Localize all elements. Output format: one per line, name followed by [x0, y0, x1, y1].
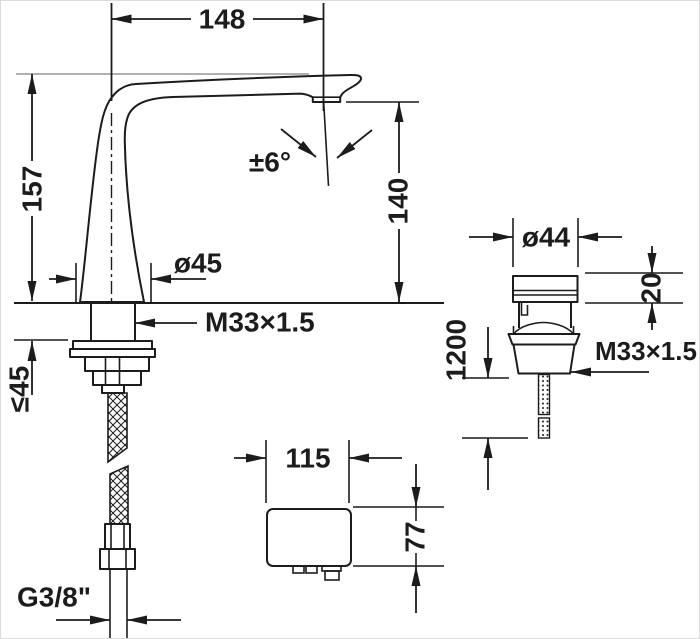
dimension-d44: ø44 [469, 218, 622, 267]
box-connector-1 [292, 565, 305, 574]
hex-nut [99, 548, 136, 570]
callout-body-thread: M33×1.5 [135, 307, 315, 338]
mounting-nut-step1 [84, 356, 150, 372]
control-box-view [266, 508, 352, 581]
dim-157-label: 157 [17, 166, 48, 213]
faucet-side-view [14, 73, 444, 570]
dim-115-label: 115 [285, 443, 330, 474]
max-thickness-label: ≤45 [4, 366, 35, 413]
handle-base-flange [507, 333, 581, 346]
supply-thread-label: G3/8" [17, 582, 91, 613]
dim-148-label: 148 [199, 4, 246, 35]
handle-cap [512, 275, 579, 303]
washer-lower [69, 348, 156, 358]
braided-hose-lower [109, 464, 129, 525]
hose-fitting [104, 523, 131, 550]
dimension-148: 148 [110, 3, 325, 111]
body-thread-label: M33×1.5 [205, 307, 315, 338]
handle-cable-upper [537, 373, 551, 416]
box-connector-2 [305, 565, 318, 574]
angle-arrow-left [280, 128, 317, 158]
dim-77-label: 77 [400, 521, 431, 552]
angle-arrow-right [336, 129, 373, 159]
dimension-140: 140 [346, 101, 419, 302]
dimension-20: 20 [585, 246, 683, 330]
dimension-d45: ø45 [49, 248, 222, 302]
threaded-shank [90, 302, 136, 342]
handle-cable-lower [537, 417, 551, 439]
box-connector-3 [324, 570, 340, 581]
dimension-157: 157 [17, 74, 48, 301]
handle-clip [520, 302, 529, 316]
dimension-77: 77 [353, 464, 444, 613]
handle-gasket-wave [512, 321, 575, 335]
mounting-nut-step2 [92, 370, 142, 386]
dim-1200-label: 1200 [441, 319, 472, 381]
hose-adapter [101, 384, 125, 394]
dim-140-label: 140 [383, 178, 414, 225]
dimension-115: 115 [234, 440, 402, 503]
dimension-supply-thread: G3/8" [17, 569, 181, 638]
dim-d45-label: ø45 [174, 248, 222, 279]
dimension-max-thickness: ≤45 [4, 339, 68, 413]
braided-hose-upper [107, 392, 128, 464]
handle-threaded-body [512, 343, 576, 375]
control-box [266, 508, 352, 567]
dimension-1200: 1200 [441, 319, 528, 490]
annotation-stream-angle: ±6° [249, 98, 373, 187]
handle-thread-label: M33×1.5 [595, 336, 697, 366]
stream-line [322, 98, 330, 187]
dim-d44-label: ø44 [522, 222, 571, 253]
callout-handle-thread: M33×1.5 [571, 336, 697, 377]
control-handle-view [507, 275, 581, 439]
angle-label: ±6° [249, 147, 291, 178]
dim-20-label: 20 [636, 272, 667, 303]
washer-upper [72, 340, 153, 350]
